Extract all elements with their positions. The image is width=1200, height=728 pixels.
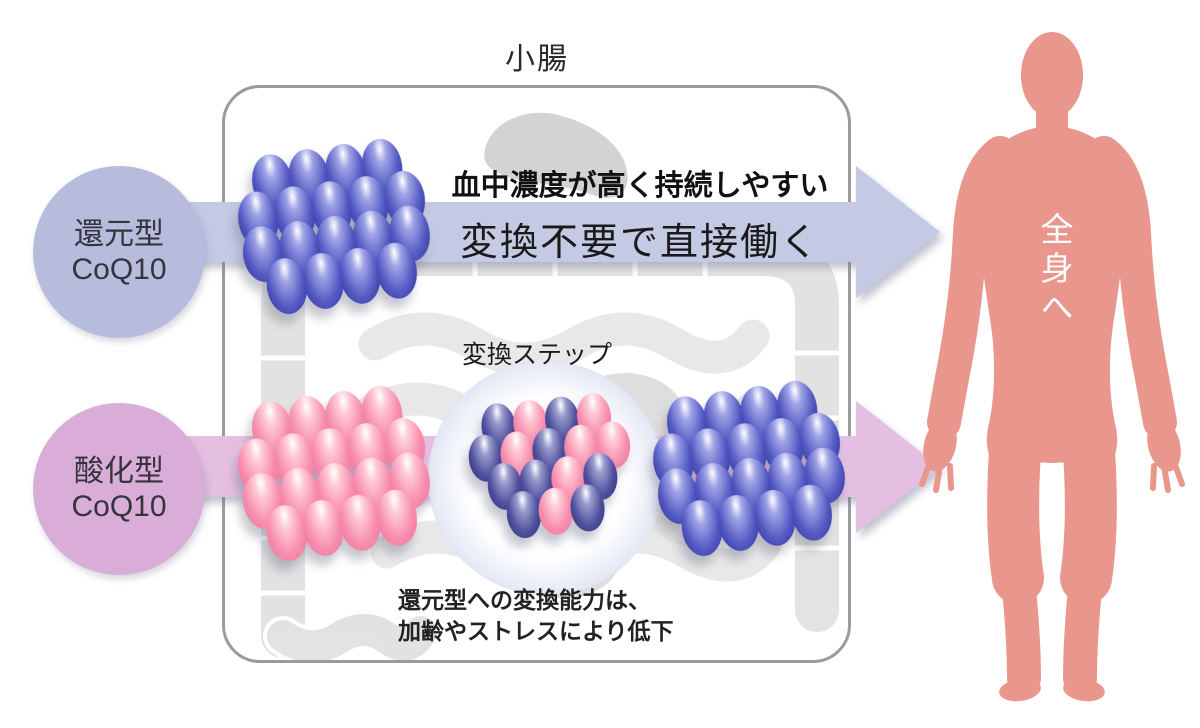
small-intestine-label: 小腸: [505, 43, 569, 76]
oxidized-coq10-badge: 酸化型 CoQ10: [33, 403, 205, 575]
conversion-note-line1: 還元型への変換能力は、: [398, 587, 651, 613]
body-silhouette: [919, 32, 1185, 702]
reduced-coq10-label-line1: 還元型: [74, 217, 164, 251]
oxidized-bead-cluster: [230, 381, 439, 567]
conversion-step-label: 変換ステップ: [461, 341, 612, 369]
no-conversion-arrow-label: 変換不要で直接働く: [459, 222, 820, 264]
conversion-note-line2: 加齢やストレスにより低下: [398, 617, 674, 644]
conversion-ability-note: 還元型への変換能力は、 加齢やストレスにより低下: [398, 585, 738, 647]
reduced-coq10-badge: 還元型 CoQ10: [33, 166, 205, 338]
blood-concentration-caption: 血中濃度が高く持続しやすい: [451, 170, 829, 202]
reduced-bead-cluster: [230, 134, 439, 320]
body-limb-shapes: [919, 136, 1185, 695]
oxidized-coq10-label-line1: 酸化型: [74, 454, 164, 488]
converted-bead-cluster: [645, 376, 854, 562]
oxidized-coq10-label-line2: CoQ10: [71, 490, 167, 523]
sigmoid-illustration: [267, 614, 437, 660]
reduced-coq10-label-line2: CoQ10: [71, 253, 167, 286]
whole-body-label: 全身へ: [1036, 212, 1073, 329]
conversion-bead-cluster: [463, 390, 638, 543]
